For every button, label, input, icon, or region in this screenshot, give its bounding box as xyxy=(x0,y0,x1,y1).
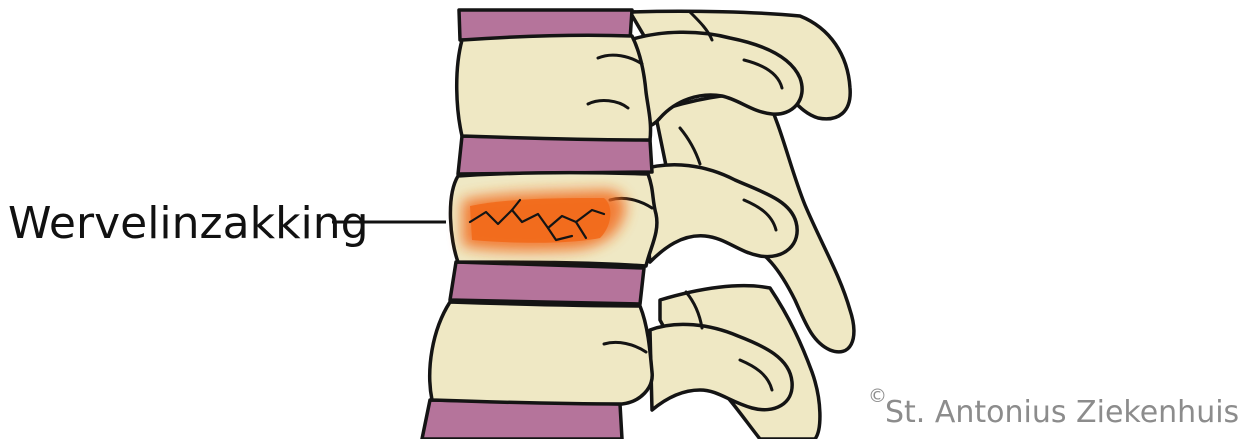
copyright-text: St. Antonius Ziekenhuis xyxy=(885,395,1239,430)
vertebra-lower xyxy=(430,302,652,404)
copyright-notice: © St. Antonius Ziekenhuis xyxy=(868,385,1239,430)
disc-upper xyxy=(458,136,652,174)
vertebra-upper xyxy=(457,35,651,140)
disc-bottom xyxy=(422,400,622,439)
posterior-processes xyxy=(630,11,854,439)
disc-lower xyxy=(450,262,644,304)
fracture-label: Wervelinzakking xyxy=(8,198,369,249)
